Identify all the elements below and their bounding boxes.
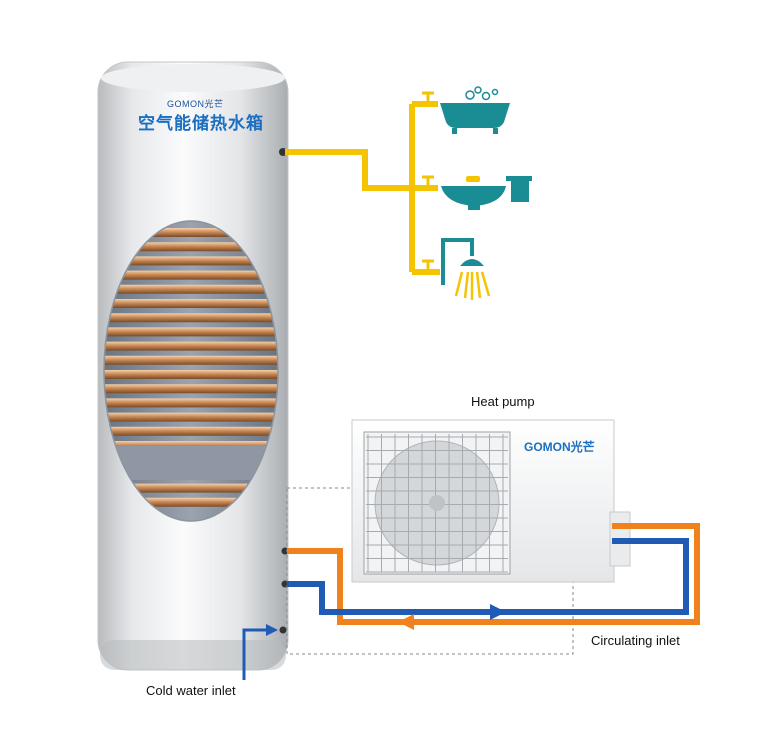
coil-turn [104,426,278,436]
coil-turn [104,341,278,351]
coil-turn [104,256,278,266]
coil-turn [104,299,278,308]
hot-water-pipe [285,101,440,275]
water-tank [97,61,289,671]
valves [422,91,434,272]
fan-grille [366,434,508,573]
tank-product-name: 空气能储热水箱 [138,114,264,133]
heat-pump-label: Heat pump [471,394,535,409]
coil-turn [104,384,278,394]
coil-turn [104,327,278,337]
cold-inlet-arrow [266,624,278,636]
heat-pump-brand: GOMON光芒 [524,440,595,454]
coil-turn [104,284,278,294]
tank-water-band [104,446,278,480]
circulating-inlet-label: Circulating inlet [591,633,680,648]
flow-arrow-orange [398,614,414,630]
cold-water-inlet-pipe [242,628,268,680]
coil-turn [104,313,278,323]
cold-water-inlet-label: Cold water inlet [146,683,236,698]
washbasin-icon [441,176,532,210]
bathtub-icon [440,86,510,134]
cold-inlet-port [279,626,287,634]
coil-turn [104,398,278,408]
coil-turn [104,270,278,280]
shower-icon [441,238,491,300]
heat-pump-unit [351,419,631,583]
coil-turn [104,412,278,422]
coil-turn [104,483,278,493]
circulation-pipe-hot [287,523,700,625]
tank-brand: GOMON光芒 [167,99,224,109]
flow-arrow-blue [490,604,506,620]
coil-turn [104,370,278,379]
coil-turn [104,355,278,365]
